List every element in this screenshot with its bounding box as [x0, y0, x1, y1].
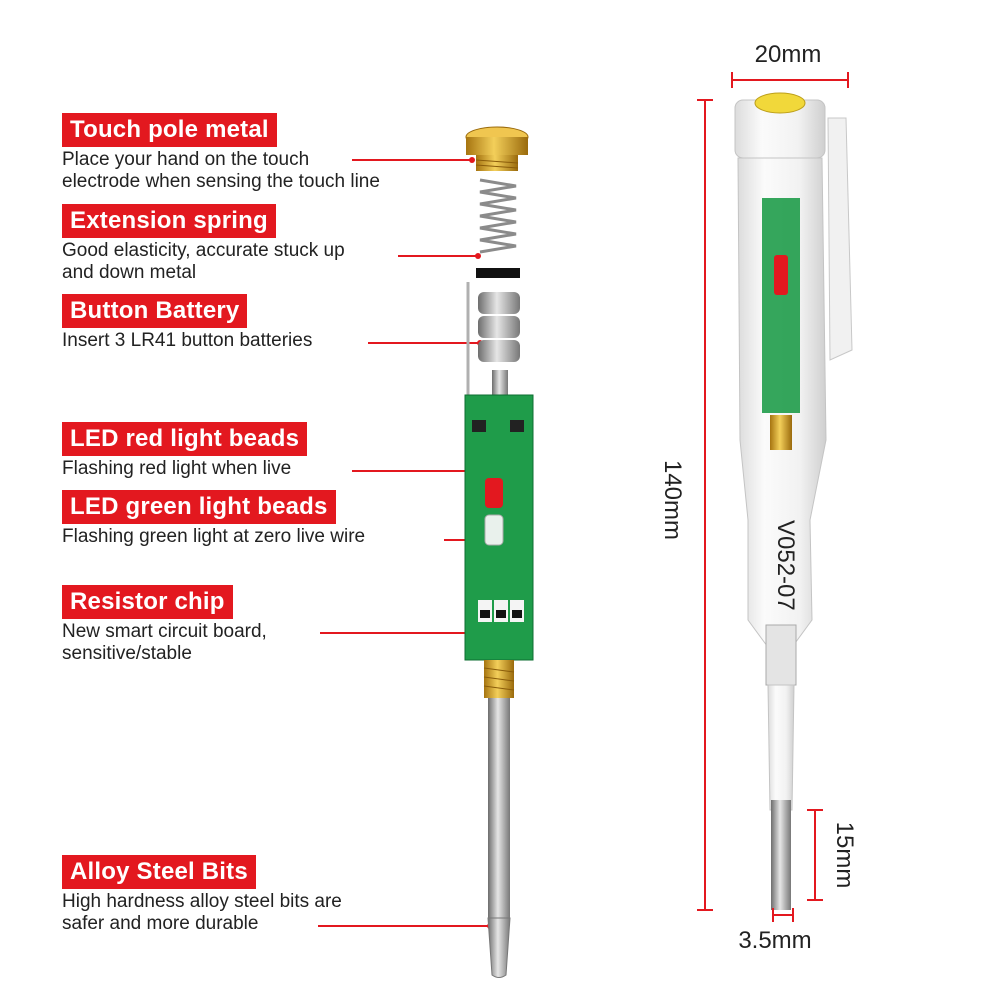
dimension-tip-width: 3.5mm: [738, 927, 811, 954]
callout-extension-spring: Extension spring Good elasticity, accura…: [62, 204, 345, 284]
callout-desc: High hardness alloy steel bits are safer…: [62, 891, 342, 934]
callout-desc: Flashing green light at zero live wire: [62, 526, 366, 547]
callout-desc: Flashing red light when live: [62, 458, 292, 479]
resistor-chip: [512, 610, 522, 618]
callout-led-green: LED green light beads Flashing green lig…: [62, 490, 365, 548]
resistor-chip: [480, 610, 490, 618]
callout-title: Alloy Steel Bits: [62, 855, 256, 889]
dimension-length: 140mm: [659, 460, 686, 540]
led-red-bead: [485, 478, 503, 508]
pocket-clip: [827, 117, 853, 361]
dimension-tip-length: 15mm: [831, 822, 858, 889]
callout-title: Button Battery: [62, 294, 248, 328]
callout-desc: Place your hand on the touch electrode w…: [62, 149, 380, 192]
battery-contact: [492, 370, 508, 396]
dimension-width: 20mm: [755, 41, 822, 68]
leader-line: [352, 157, 475, 163]
callout-title: Extension spring: [62, 204, 276, 238]
touch-pole-metal: [465, 126, 529, 171]
extension-spring: [479, 178, 517, 254]
callout-led-red: LED red light beads Flashing red light w…: [62, 422, 308, 480]
callout-desc: New smart circuit board, sensitive/stabl…: [62, 621, 267, 664]
callout-desc: Good elasticity, accurate stuck up and d…: [62, 240, 345, 283]
button-batteries: [478, 292, 520, 362]
insulator-washer: [476, 268, 520, 278]
callout-title: LED red light beads: [62, 422, 308, 456]
alloy-steel-bit: [487, 698, 511, 978]
callout-resistor-chip: Resistor chip New smart circuit board, s…: [62, 585, 267, 665]
led-green-bead: [484, 514, 504, 546]
callout-title: Resistor chip: [62, 585, 233, 619]
callout-title: Touch pole metal: [62, 113, 277, 147]
threaded-connector: [483, 660, 515, 698]
callout-title: LED green light beads: [62, 490, 336, 524]
circuit-board: [464, 394, 534, 661]
callout-desc: Insert 3 LR41 button batteries: [62, 330, 313, 351]
leader-line: [398, 253, 481, 259]
callout-button-battery: Button Battery Insert 3 LR41 button batt…: [62, 294, 312, 352]
resistor-chip: [496, 610, 506, 618]
callout-alloy-steel-bits: Alloy Steel Bits High hardness alloy ste…: [62, 855, 342, 935]
callout-touch-pole-metal: Touch pole metal Place your hand on the …: [62, 113, 380, 193]
dimension-lines: [697, 72, 849, 922]
assembled-pen: V052-07: [734, 92, 853, 910]
pen-marking: V052-07: [772, 520, 799, 611]
